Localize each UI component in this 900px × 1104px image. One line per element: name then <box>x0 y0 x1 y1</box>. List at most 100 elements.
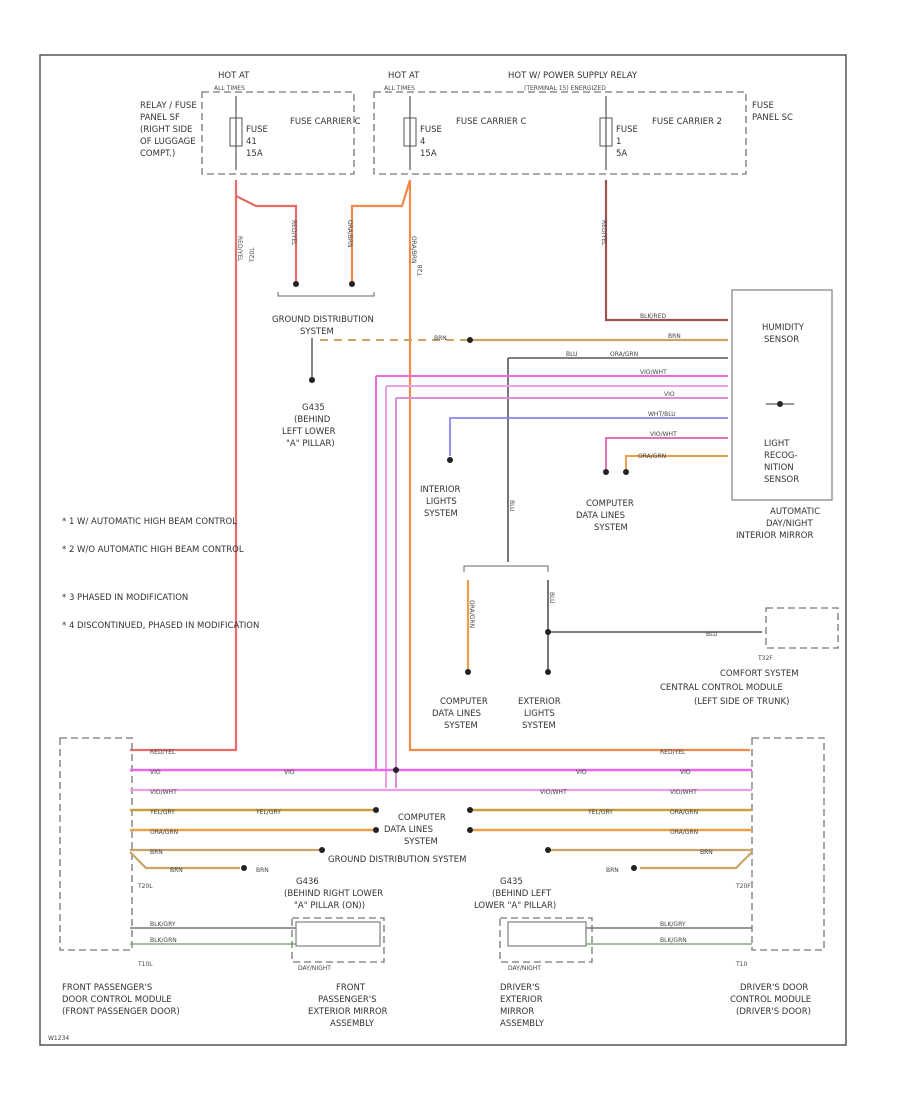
hot-at-left-label: HOT AT <box>218 71 250 81</box>
hot-relay-sub: (TERMINAL 15) ENERGIZED <box>524 85 606 92</box>
fuse-1: FUSE 1 5A FUSE CARRIER 2 <box>599 96 722 170</box>
svg-text:VIO/WHT: VIO/WHT <box>150 789 177 796</box>
mirror-wires <box>320 338 728 788</box>
svg-text:PANEL SC: PANEL SC <box>752 113 793 123</box>
svg-text:SYSTEM: SYSTEM <box>404 837 438 847</box>
svg-text:MIRROR: MIRROR <box>500 1007 534 1017</box>
driver-module-box <box>751 737 825 951</box>
svg-text:INTERIOR: INTERIOR <box>420 485 461 495</box>
front-passenger-module-label: FRONT PASSENGER'S DOOR CONTROL MODULE (F… <box>62 983 180 1017</box>
svg-text:BLK/GRY: BLK/GRY <box>660 921 686 928</box>
svg-text:BLK/GRY: BLK/GRY <box>150 921 176 928</box>
svg-text:FUSE: FUSE <box>246 125 268 135</box>
svg-text:RECOG-: RECOG- <box>764 451 798 461</box>
svg-text:BRN: BRN <box>256 867 269 874</box>
svg-text:* 4 DISCONTINUED, PHASED IN M: * 4 DISCONTINUED, PHASED IN MODIFICATION <box>62 621 259 631</box>
svg-text:BLK/RED: BLK/RED <box>640 313 666 320</box>
svg-text:BLU: BLU <box>508 500 515 512</box>
svg-text:FRONT: FRONT <box>336 983 366 993</box>
svg-text:HUMIDITY: HUMIDITY <box>762 323 805 333</box>
svg-text:VIO: VIO <box>284 769 295 776</box>
svg-text:LIGHTS: LIGHTS <box>426 497 457 507</box>
svg-text:4: 4 <box>420 137 425 147</box>
svg-text:DRIVER'S: DRIVER'S <box>500 983 540 993</box>
svg-text:VIO/WHT: VIO/WHT <box>540 789 567 796</box>
diagram-border <box>39 54 847 1046</box>
hot-at-left-sub: ALL TIMES <box>214 85 245 92</box>
svg-text:LOWER "A" PILLAR): LOWER "A" PILLAR) <box>474 901 556 911</box>
svg-text:GROUND DISTRIBUTION: GROUND DISTRIBUTION <box>272 315 374 325</box>
svg-text:DATA LINES: DATA LINES <box>576 511 625 521</box>
svg-text:SYSTEM: SYSTEM <box>300 327 334 337</box>
svg-text:VIO: VIO <box>680 769 691 776</box>
driver-day-night: DAY/NIGHT <box>508 965 541 972</box>
interior-lights-label: INTERIOR LIGHTS SYSTEM <box>420 485 461 519</box>
svg-text:ASSEMBLY: ASSEMBLY <box>330 1019 375 1029</box>
computer-data-lines-mid-label: COMPUTER DATA LINES SYSTEM <box>432 697 488 731</box>
mirror-wire-labels: BLK/RED BRN BLU ORA/GRN VIO/WHT VIO WHT/… <box>434 313 681 460</box>
svg-text:BLU: BLU <box>548 592 555 604</box>
svg-text:YEL/GRY: YEL/GRY <box>587 809 613 816</box>
svg-text:"A" PILLAR (ON)): "A" PILLAR (ON)) <box>294 901 365 911</box>
svg-text:ORA/GRN: ORA/GRN <box>150 829 178 836</box>
ground-distribution-bottom: GROUND DISTRIBUTION SYSTEM <box>328 855 466 865</box>
svg-text:RED/YEL: RED/YEL <box>600 220 607 246</box>
svg-text:OF LUGGAGE: OF LUGGAGE <box>140 137 196 147</box>
svg-text:RED/YEL: RED/YEL <box>236 236 243 262</box>
svg-text:COMFORT SYSTEM: COMFORT SYSTEM <box>720 669 799 679</box>
svg-text:COMPUTER: COMPUTER <box>440 697 488 707</box>
front-passenger-module-box <box>59 737 133 951</box>
driver-mirror-label: DRIVER'S EXTERIOR MIRROR ASSEMBLY <box>500 983 545 1029</box>
g435-bottom-label: G435 (BEHIND LEFT LOWER "A" PILLAR) <box>474 877 556 911</box>
front-passenger-mirror-label: FRONT PASSENGER'S EXTERIOR MIRROR ASSEMB… <box>308 983 388 1029</box>
svg-text:RELAY / FUSE: RELAY / FUSE <box>140 101 197 111</box>
relay-panel-label: RELAY / FUSE PANEL SF (RIGHT SIDE OF LUG… <box>140 101 197 159</box>
svg-text:FUSE CARRIER C: FUSE CARRIER C <box>456 117 527 127</box>
svg-text:BLU: BLU <box>566 351 578 358</box>
svg-text:FUSE: FUSE <box>420 125 442 135</box>
svg-text:CENTRAL CONTROL MODULE: CENTRAL CONTROL MODULE <box>660 683 783 693</box>
svg-text:* 3 PHASED IN MODIFICATION: * 3 PHASED IN MODIFICATION <box>62 593 188 603</box>
hot-relay-label: HOT W/ POWER SUPPLY RELAY <box>508 71 638 81</box>
svg-text:1: 1 <box>616 137 621 147</box>
svg-text:EXTERIOR: EXTERIOR <box>500 995 543 1005</box>
svg-text:BLU: BLU <box>706 631 718 638</box>
svg-text:ORA/GRN: ORA/GRN <box>638 453 666 460</box>
svg-text:DATA LINES: DATA LINES <box>384 825 433 835</box>
light-sensor-icon <box>766 401 794 407</box>
svg-text:T10: T10 <box>735 961 747 968</box>
svg-text:RED/YEL: RED/YEL <box>290 220 297 246</box>
svg-text:5A: 5A <box>616 149 627 159</box>
red-feed-wires <box>130 179 750 752</box>
driver-module-label: DRIVER'S DOOR CONTROL MODULE (DRIVER'S D… <box>730 983 811 1017</box>
svg-text:COMPUTER: COMPUTER <box>586 499 634 509</box>
mirror-label: AUTOMATIC DAY/NIGHT INTERIOR MIRROR <box>736 507 820 541</box>
bottom-wire-labels: RED/YEL RED/YEL VIO VIO VIO VIO VIO/WHT … <box>149 749 713 944</box>
svg-text:AUTOMATIC: AUTOMATIC <box>770 507 820 517</box>
fuse-4: FUSE 4 15A FUSE CARRIER C <box>403 96 527 170</box>
driver-mirror-box <box>507 921 587 947</box>
svg-text:SYSTEM: SYSTEM <box>522 721 556 731</box>
svg-text:T20F: T20F <box>735 883 751 890</box>
wire-labels-top: RED/YEL RED/YEL ORA/BRN ORA/BRN RED/YEL … <box>236 220 607 277</box>
fuse-41: FUSE 41 15A FUSE CARRIER C <box>229 96 361 170</box>
svg-text:G435: G435 <box>500 877 523 887</box>
svg-text:ORA/GRN: ORA/GRN <box>468 600 475 628</box>
passenger-mirror-outline <box>291 917 385 963</box>
bottom-harness <box>129 768 753 945</box>
svg-text:BRN: BRN <box>700 849 713 856</box>
light-recognition-label: LIGHT RECOG- NITION SENSOR <box>764 439 799 485</box>
hot-at-mid-label: HOT AT <box>388 71 420 81</box>
svg-text:BRN: BRN <box>434 335 447 342</box>
svg-text:VIO/WHT: VIO/WHT <box>650 431 677 438</box>
svg-text:VIO/WHT: VIO/WHT <box>640 369 667 376</box>
svg-text:EXTERIOR: EXTERIOR <box>518 697 561 707</box>
fuse-panel-sc-label: FUSE PANEL SC <box>752 101 793 123</box>
svg-text:ORA/GRN: ORA/GRN <box>670 829 698 836</box>
svg-text:RED/YEL: RED/YEL <box>150 749 176 756</box>
svg-text:* 1 W/ AUTOMATIC HIGH BEAM CO: * 1 W/ AUTOMATIC HIGH BEAM CONTROL <box>62 517 237 527</box>
comfort-module-label: COMFORT SYSTEM CENTRAL CONTROL MODULE (L… <box>660 669 799 707</box>
svg-text:15A: 15A <box>420 149 437 159</box>
svg-text:CONTROL MODULE: CONTROL MODULE <box>730 995 811 1005</box>
